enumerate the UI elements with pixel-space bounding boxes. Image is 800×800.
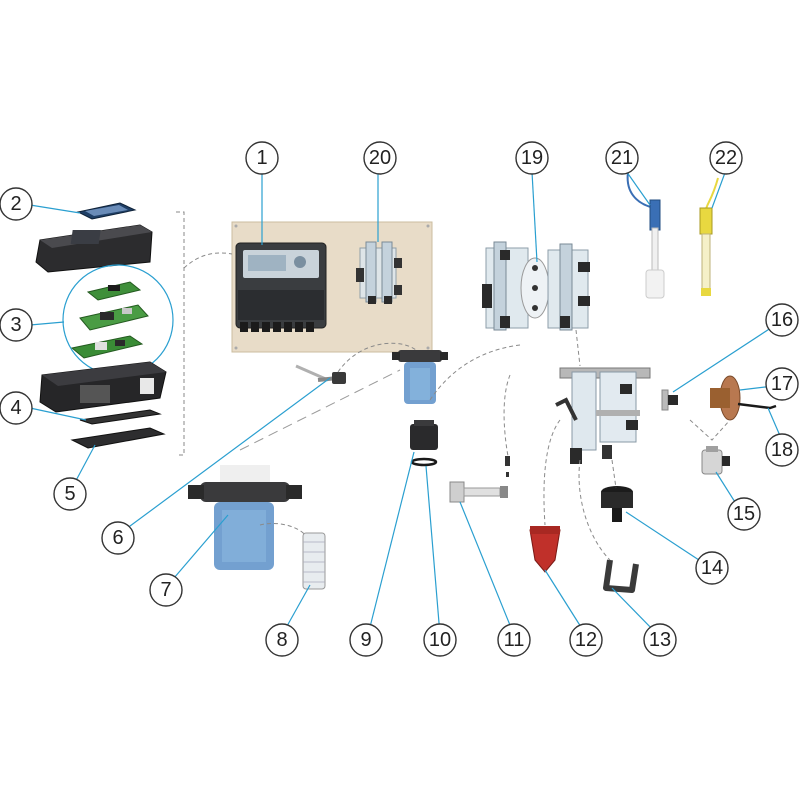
red-injector <box>529 526 561 573</box>
svg-text:16: 16 <box>771 309 793 331</box>
flow-cell-assembled <box>555 367 651 464</box>
svg-text:20: 20 <box>369 147 391 169</box>
callout-6: 6 <box>101 521 135 555</box>
display-overlay <box>76 202 137 220</box>
svg-text:3: 3 <box>10 314 21 336</box>
svg-text:17: 17 <box>771 373 793 395</box>
sensor-cable <box>295 364 346 384</box>
connection-lines <box>239 329 731 561</box>
filter-cartridge <box>259 522 326 590</box>
svg-text:2: 2 <box>10 193 21 215</box>
svg-text:14: 14 <box>701 557 723 579</box>
callout-17: 17 <box>765 367 799 401</box>
svg-text:18: 18 <box>771 439 793 461</box>
svg-text:19: 19 <box>521 147 543 169</box>
panel-flow-cell <box>356 241 402 304</box>
svg-text:8: 8 <box>276 629 287 651</box>
svg-text:21: 21 <box>611 147 633 169</box>
ph-probe <box>626 171 665 299</box>
o-ring <box>410 457 438 467</box>
front-housing <box>35 224 153 273</box>
copper-element <box>710 375 741 421</box>
callout-1: 1 <box>245 141 279 175</box>
callout-20: 20 <box>363 141 397 175</box>
svg-text:13: 13 <box>649 629 671 651</box>
small-filter <box>392 350 448 404</box>
svg-text:11: 11 <box>504 629 525 651</box>
svg-text:22: 22 <box>715 147 737 169</box>
callout-4: 4 <box>0 391 33 425</box>
mounting-bracket <box>603 559 639 593</box>
svg-text:4: 4 <box>10 397 21 419</box>
assembly-bracket <box>176 211 233 456</box>
callouts: 1 2 3 4 5 6 7 8 9 10 11 12 13 14 15 16 1… <box>0 141 799 657</box>
callout-2: 2 <box>0 187 33 221</box>
svg-text:1: 1 <box>256 147 267 169</box>
callout-15: 15 <box>727 497 761 531</box>
back-plate <box>70 427 166 449</box>
callout-22: 22 <box>709 141 743 175</box>
svg-text:6: 6 <box>112 527 123 549</box>
svg-text:9: 9 <box>360 629 371 651</box>
callout-3: 3 <box>0 308 33 342</box>
flow-cell-exploded <box>482 241 590 331</box>
callout-21: 21 <box>605 141 639 175</box>
wrench-tool <box>737 402 777 410</box>
callout-13: 13 <box>643 623 677 657</box>
callout-7: 7 <box>149 573 183 607</box>
filter-cap <box>410 420 438 450</box>
svg-text:5: 5 <box>64 483 75 505</box>
callout-16: 16 <box>765 303 799 337</box>
callout-11: 11 <box>497 623 531 657</box>
svg-text:12: 12 <box>575 629 597 651</box>
callout-18: 18 <box>765 433 799 467</box>
callout-14: 14 <box>695 551 729 585</box>
rear-housing <box>39 361 167 413</box>
gasket <box>79 409 162 425</box>
callout-10: 10 <box>423 623 457 657</box>
callout-5: 5 <box>53 477 87 511</box>
orp-probe <box>699 177 719 296</box>
small-valve <box>701 446 730 475</box>
circuit-boards <box>62 264 174 376</box>
svg-text:10: 10 <box>429 629 451 651</box>
cover-disc <box>661 389 678 411</box>
svg-text:7: 7 <box>160 579 171 601</box>
connector-fitting <box>449 456 510 503</box>
callout-19: 19 <box>515 141 549 175</box>
callout-12: 12 <box>569 623 603 657</box>
black-fitting <box>601 486 633 522</box>
controller-unit <box>235 242 327 332</box>
callout-8: 8 <box>265 623 299 657</box>
callout-9: 9 <box>349 623 383 657</box>
water-filter <box>188 465 302 570</box>
svg-text:15: 15 <box>733 503 755 525</box>
